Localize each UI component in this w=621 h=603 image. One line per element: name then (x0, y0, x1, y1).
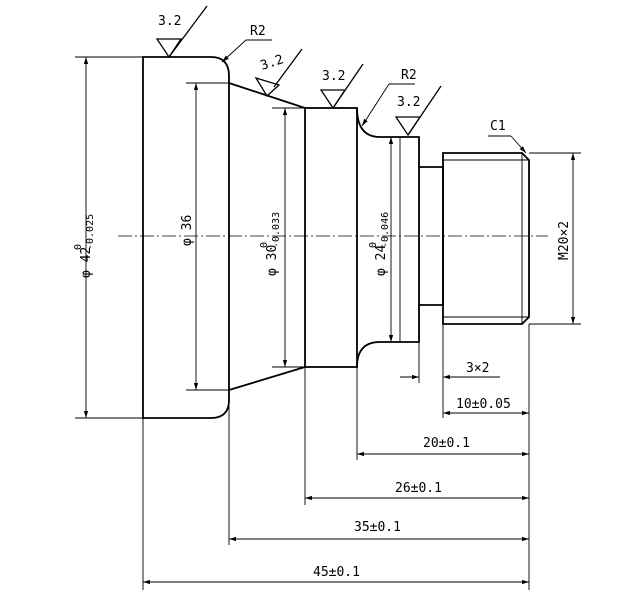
dim-l45: 45±0.1 (313, 565, 360, 580)
svg-text:0: 0 (368, 242, 379, 248)
svg-text:3.2: 3.2 (158, 14, 181, 29)
leader-notes: R2 R2 C1 (221, 24, 527, 154)
dim-l10: 10±0.05 (456, 397, 511, 412)
svg-text:M20×2: M20×2 (557, 221, 572, 260)
roughness-symbol-2: 3.2 (254, 48, 303, 98)
fillet-note-2: R2 (401, 68, 417, 83)
diameter-dimensions: φ 42 0 -0.025 φ 36 φ 30 0 -0.033 φ 24 0 … (73, 56, 581, 419)
roughness-symbol-3: 3.2 (319, 63, 364, 110)
svg-text:-0.033: -0.033 (271, 212, 282, 248)
svg-text:φ 42: φ 42 (79, 247, 94, 278)
svg-text:0: 0 (259, 242, 270, 248)
svg-text:0: 0 (73, 244, 84, 250)
svg-text:3.2: 3.2 (322, 69, 345, 84)
svg-text:3.2: 3.2 (259, 52, 286, 74)
step-d30 (304, 107, 358, 368)
svg-text:φ 24: φ 24 (374, 245, 389, 276)
part-outline (142, 56, 530, 419)
dim-l20: 20±0.1 (423, 436, 470, 451)
fillet-note-1: R2 (250, 24, 266, 39)
svg-text:φ 36: φ 36 (180, 215, 195, 246)
dim-d24: φ 24 0 -0.046 (368, 212, 391, 276)
svg-text:-0.046: -0.046 (380, 212, 391, 248)
dim-d30: φ 30 0 -0.033 (259, 212, 282, 276)
chamfer-note: C1 (490, 119, 506, 134)
dim-l35: 35±0.1 (354, 520, 401, 535)
surface-finish-symbols: 3.2 3.2 3.2 3.2 (155, 5, 442, 137)
svg-text:-0.025: -0.025 (85, 214, 96, 250)
length-dimensions: 3×2 10±0.05 20±0.1 26±0.1 35±0.1 45±0.1 (142, 324, 530, 590)
dim-d36: φ 36 (180, 215, 195, 246)
dim-d42: φ 42 0 -0.025 (73, 214, 96, 278)
thread-body (442, 152, 530, 325)
svg-text:3.2: 3.2 (397, 95, 420, 110)
svg-text:φ 30: φ 30 (265, 245, 280, 276)
dim-thread: M20×2 (557, 221, 572, 260)
roughness-symbol-4: 3.2 (394, 85, 442, 137)
dim-groove: 3×2 (466, 361, 489, 376)
roughness-symbol-1: 3.2 (155, 5, 208, 59)
dim-l26: 26±0.1 (395, 481, 442, 496)
